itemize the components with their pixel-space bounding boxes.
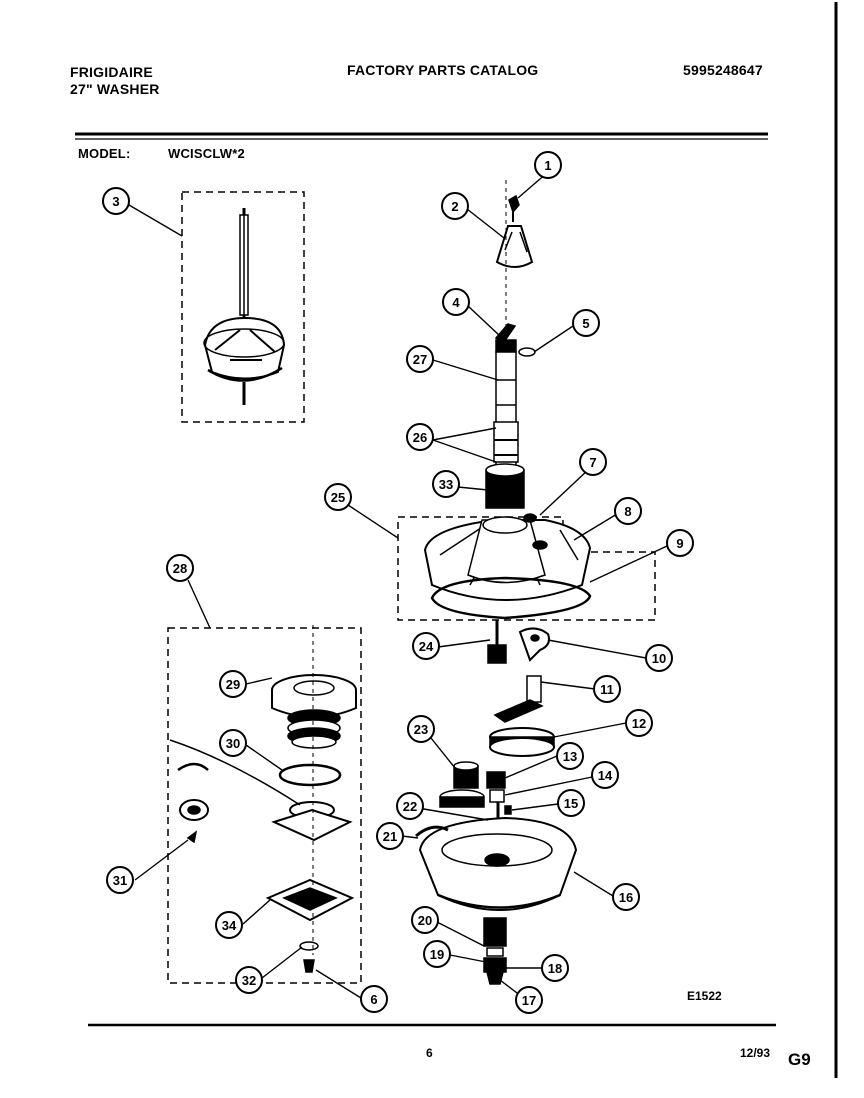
callout-22: 22 xyxy=(396,792,424,820)
svg-text:32: 32 xyxy=(242,973,256,988)
svg-text:5: 5 xyxy=(582,316,589,331)
svg-text:14: 14 xyxy=(598,768,613,783)
page-number: 6 xyxy=(426,1046,433,1060)
callout-31: 31 xyxy=(106,866,134,894)
callout-25: 25 xyxy=(324,483,352,511)
callout-27: 27 xyxy=(406,345,434,373)
svg-text:28: 28 xyxy=(173,561,187,576)
svg-text:33: 33 xyxy=(439,477,453,492)
main-assembly-illustration xyxy=(397,194,656,985)
footer-code: G9 xyxy=(788,1050,811,1069)
callout-28: 28 xyxy=(166,554,194,582)
catalog-number: 5995248647 xyxy=(683,62,763,78)
svg-text:7: 7 xyxy=(589,455,596,470)
callout-24: 24 xyxy=(412,632,440,660)
svg-text:9: 9 xyxy=(676,536,683,551)
svg-text:34: 34 xyxy=(222,918,237,933)
svg-text:26: 26 xyxy=(413,430,427,445)
group-28-dashed-box xyxy=(167,627,362,984)
callout-15: 15 xyxy=(557,789,585,817)
svg-text:4: 4 xyxy=(452,295,460,310)
svg-text:8: 8 xyxy=(624,504,631,519)
callout-34: 34 xyxy=(215,911,243,939)
callout-8: 8 xyxy=(614,497,642,525)
svg-text:13: 13 xyxy=(563,749,577,764)
callout-5: 5 xyxy=(572,309,600,337)
callout-20: 20 xyxy=(411,906,439,934)
svg-text:16: 16 xyxy=(619,890,633,905)
callout-14: 14 xyxy=(591,761,619,789)
svg-text:19: 19 xyxy=(430,947,444,962)
callout-32: 32 xyxy=(235,966,263,994)
callout-33: 33 xyxy=(432,470,460,498)
group-3-dashed-box xyxy=(181,191,305,423)
callout-23: 23 xyxy=(407,715,435,743)
svg-text:25: 25 xyxy=(331,490,345,505)
callout-16: 16 xyxy=(612,883,640,911)
catalog-title: FACTORY PARTS CATALOG xyxy=(347,62,539,78)
callout-circles: 1 2 3 4 5 6 7 8 9 10 11 12 13 14 15 16 1… xyxy=(102,151,694,1014)
callout-19: 19 xyxy=(423,940,451,968)
svg-text:11: 11 xyxy=(600,682,614,697)
svg-text:21: 21 xyxy=(383,829,397,844)
callout-2: 2 xyxy=(441,192,469,220)
callout-10: 10 xyxy=(645,644,673,672)
svg-text:30: 30 xyxy=(226,736,240,751)
model-label: MODEL: xyxy=(78,146,131,161)
callout-26: 26 xyxy=(406,423,434,451)
svg-text:22: 22 xyxy=(403,799,417,814)
model-value: WCISCLW*2 xyxy=(168,146,245,161)
svg-text:31: 31 xyxy=(113,873,127,888)
brand-name: FRIGIDAIRE xyxy=(70,64,153,80)
callout-7: 7 xyxy=(579,448,607,476)
callout-18: 18 xyxy=(541,954,569,982)
svg-text:18: 18 xyxy=(548,961,562,976)
svg-text:24: 24 xyxy=(419,639,434,654)
product-name: 27" WASHER xyxy=(70,81,160,97)
callout-11: 11 xyxy=(593,675,621,703)
seal-kit-illustration xyxy=(169,674,357,973)
callout-9: 9 xyxy=(666,529,694,557)
callout-12: 12 xyxy=(625,709,653,737)
svg-text:23: 23 xyxy=(414,722,428,737)
svg-text:17: 17 xyxy=(522,993,536,1008)
svg-text:29: 29 xyxy=(226,677,240,692)
svg-text:27: 27 xyxy=(413,352,427,367)
figure-code: E1522 xyxy=(687,989,722,1003)
svg-text:1: 1 xyxy=(544,158,551,173)
callout-6: 6 xyxy=(360,985,388,1013)
callout-17: 17 xyxy=(515,986,543,1014)
callout-3: 3 xyxy=(102,187,130,215)
svg-text:20: 20 xyxy=(418,913,432,928)
callout-1: 1 xyxy=(534,151,562,179)
footer-date: 12/93 xyxy=(740,1046,771,1060)
callout-30: 30 xyxy=(219,729,247,757)
callout-29: 29 xyxy=(219,670,247,698)
svg-text:2: 2 xyxy=(451,199,458,214)
drive-assembly-small-illustration xyxy=(203,208,286,405)
center-lines xyxy=(312,180,507,955)
svg-text:3: 3 xyxy=(112,194,119,209)
svg-text:6: 6 xyxy=(370,992,377,1007)
callout-13: 13 xyxy=(556,742,584,770)
svg-text:12: 12 xyxy=(632,716,646,731)
svg-text:10: 10 xyxy=(652,651,666,666)
svg-text:15: 15 xyxy=(564,796,578,811)
callout-4: 4 xyxy=(442,288,470,316)
callout-21: 21 xyxy=(376,822,404,850)
